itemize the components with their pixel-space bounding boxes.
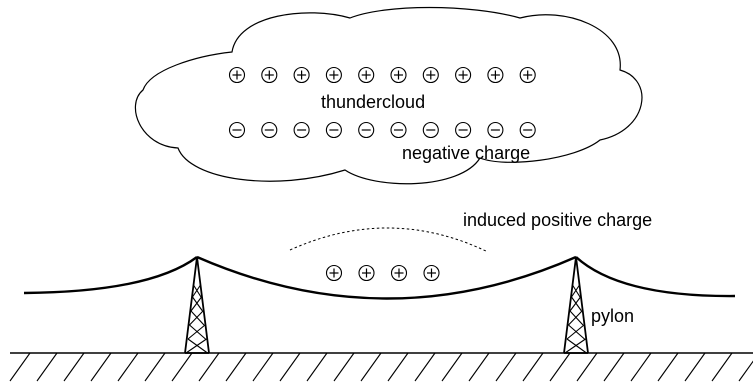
thundercloud-label: thundercloud [321,92,425,112]
pylon-label: pylon [591,306,634,326]
induced-positive-charge-label: induced positive charge [463,210,652,230]
positive-charge-icon [487,66,504,84]
induction-dotted-arc [289,227,489,253]
positive-charge-icon [325,264,343,282]
positive-charge-icon [228,66,246,84]
cloud-negative-charges [228,121,536,139]
thundercloud-outline [134,6,643,185]
line-induced-charges [325,264,440,282]
power-line-left-span [23,256,198,295]
positive-charge-icon [325,66,342,84]
negative-charge-icon [358,121,375,139]
right-pylon [563,256,589,354]
negative-charge-icon [487,121,504,139]
negative-charge-icon [293,121,310,139]
cloud-positive-charges [228,66,536,84]
negative-charge-icon [455,121,472,139]
positive-charge-icon [390,264,408,282]
positive-charge-icon [293,66,310,84]
positive-charge-icon [423,264,440,282]
power-line-center-span [196,255,577,300]
positive-charge-icon [455,66,472,84]
positive-charge-icon [358,264,375,282]
positive-charge-icon [261,66,278,84]
positive-charge-icon [390,66,407,84]
positive-charge-icon [422,66,439,84]
left-pylon [184,256,210,354]
positive-charge-icon [519,66,536,84]
ground-hatching [9,352,753,382]
negative-charge-icon [519,121,536,139]
negative-charge-icon [390,121,407,139]
negative-charge-icon [228,121,246,139]
negative-charge-label: negative charge [402,143,530,163]
negative-charge-icon [422,121,439,139]
negative-charge-icon [325,121,342,139]
positive-charge-icon [358,66,375,84]
power-line-right-span [575,256,736,298]
negative-charge-icon [261,121,278,139]
